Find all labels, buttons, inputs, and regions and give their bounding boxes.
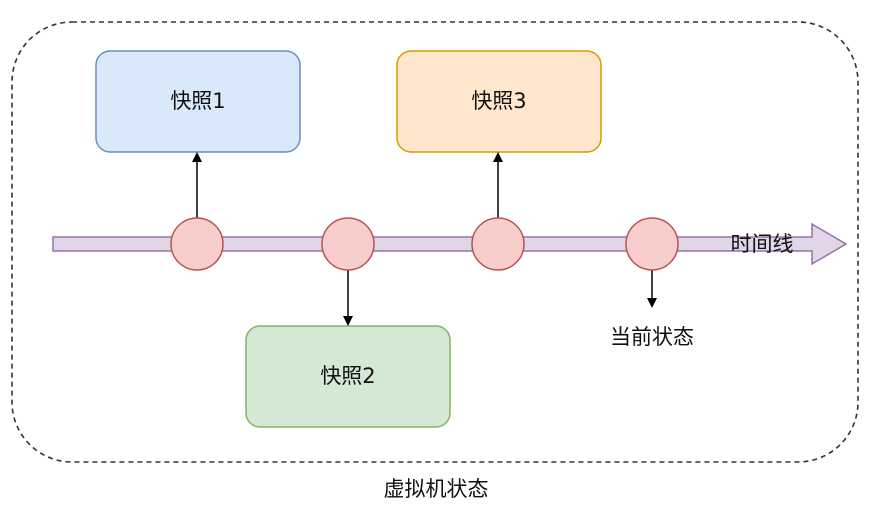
snapshot-1: 快照1 <box>95 50 301 153</box>
timeline-label: 时间线 <box>731 232 794 256</box>
snapshot-2-box <box>245 325 451 428</box>
snapshot-1-label: 快照1 <box>170 89 225 113</box>
timeline-node-2 <box>321 217 375 271</box>
snapshot-3-label: 快照3 <box>471 89 526 113</box>
snapshot-2-label: 快照2 <box>320 364 375 388</box>
vm-state-container <box>11 21 859 463</box>
timeline-node-current <box>625 217 679 271</box>
snapshot-3: 快照3 <box>396 50 602 153</box>
timeline-node-3 <box>471 217 525 271</box>
snapshot-2: 快照2 <box>245 325 451 428</box>
current-state-label: 当前状态 <box>610 325 694 349</box>
vm-state-label: 虚拟机状态 <box>384 477 489 501</box>
timeline-node-1 <box>170 217 224 271</box>
